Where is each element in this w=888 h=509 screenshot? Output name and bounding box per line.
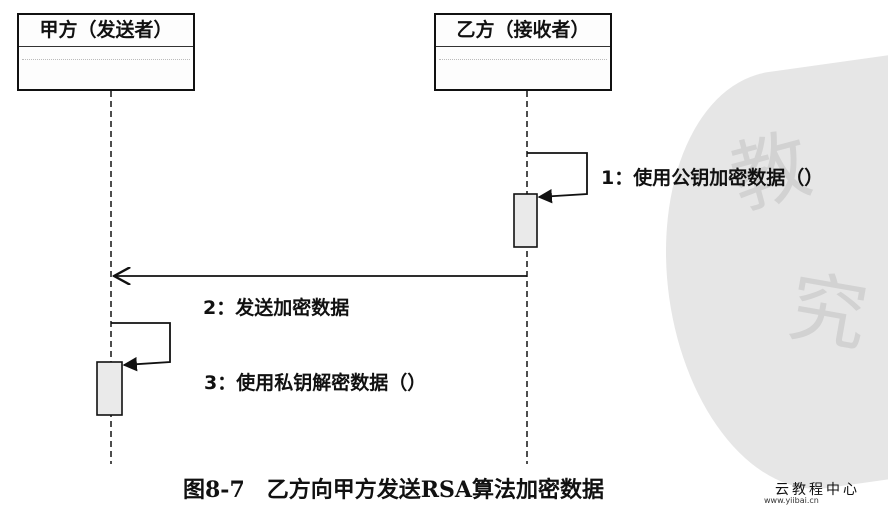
figure-caption: 图8-7 乙方向甲方发送RSA算法加密数据 [183, 477, 604, 503]
message-1-arrow [527, 152, 588, 204]
sender-activation [96, 361, 123, 416]
message-3-arrow [111, 322, 171, 372]
message-3-label: 3：使用私钥解密数据（） [204, 372, 427, 394]
participant-sender: 甲方（发送者） [17, 13, 195, 91]
message-1-label: 1：使用公钥加密数据（） [601, 167, 824, 189]
participant-sender-compartment [22, 49, 190, 60]
participant-sender-name: 甲方（发送者） [19, 15, 193, 47]
participant-receiver-compartment [439, 49, 607, 60]
message-2-label: 2：发送加密数据 [203, 297, 350, 319]
participant-receiver: 乙方（接收者） [434, 13, 612, 91]
receiver-activation [513, 193, 538, 248]
participant-receiver-name: 乙方（接收者） [436, 15, 610, 47]
watermark-url: www.yiibai.cn [764, 496, 819, 505]
watermark-brand: 云教程中心 [775, 482, 860, 498]
